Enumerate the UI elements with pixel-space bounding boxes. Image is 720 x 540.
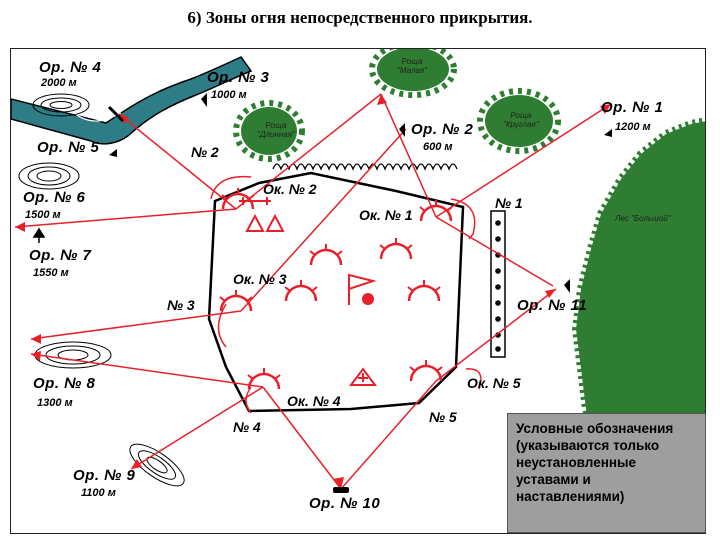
op-8-distance: 1300 м: [37, 397, 73, 409]
op-9-label: Ор. № 9: [73, 467, 136, 484]
sector-5-label: № 5: [429, 409, 457, 425]
grove-malaya: [369, 49, 457, 98]
op-4-label: Ор. № 4: [39, 59, 102, 76]
op-3-distance: 1000 м: [211, 89, 247, 101]
op-1-distance: 1200 м: [615, 121, 651, 133]
op-7-label: Ор. № 7: [29, 247, 92, 264]
grove-label-malaya: Роща"Малая": [397, 57, 428, 75]
op-11-label: Ор. № 11: [517, 297, 588, 314]
hill-op4: [32, 93, 90, 117]
position-1-label: Ок. № 1: [359, 207, 413, 223]
sector-4-label: № 4: [233, 419, 261, 435]
hill-op6: [18, 162, 80, 190]
op-3-label: Ор. № 3: [207, 69, 270, 86]
op-2-distance: 600 м: [423, 141, 453, 153]
observer-symbols: [32, 93, 612, 493]
sector-1-label: № 1: [495, 195, 523, 211]
op-4-distance: 2000 м: [41, 77, 77, 89]
grove-dlinnaya: [233, 100, 305, 162]
legend-box: Условные обозначения (указываются только…: [507, 413, 706, 533]
grove-label-dlinnaya: Роща"Длинная": [257, 121, 295, 139]
op-6-label: Ор. № 6: [23, 189, 86, 206]
op-6-distance: 1500 м: [25, 209, 61, 221]
command-post-symbols: [239, 197, 377, 386]
op-2-label: Ор. № 2: [411, 121, 474, 138]
sector-3-label: № 3: [167, 297, 195, 313]
grove-kruglaya: [477, 88, 561, 154]
op-10-label: Ор. № 10: [309, 495, 381, 512]
sector-2-label: № 2: [191, 144, 219, 160]
position-4-label: Ок. № 4: [287, 393, 341, 409]
fire-arrowheads: [15, 94, 611, 489]
op-7-distance: 1550 м: [33, 267, 69, 279]
grove-label-kruglaya: Роща"Круглая": [503, 111, 539, 129]
wire-obstacle: [272, 163, 458, 171]
position-3-label: Ок. № 3: [233, 271, 287, 287]
op-5-label: Ор. № 5: [37, 139, 100, 156]
command-post-marker: [362, 293, 374, 305]
map-frame: Роща"Малая" Роща"Длинная" Роща"Круглая" …: [10, 48, 706, 534]
firing-position-spikes: [219, 188, 453, 380]
op-1-label: Ор. № 1: [601, 99, 664, 116]
minefield-column: [490, 210, 506, 358]
position-2-label: Ок. № 2: [263, 181, 317, 197]
op-9-distance: 1100 м: [81, 487, 116, 499]
strongpoint-outline: [207, 171, 465, 413]
position-5-label: Ок. № 5: [467, 375, 521, 391]
river: [11, 56, 253, 145]
page-title: 6) Зоны огня непосредственного прикрытия…: [187, 8, 533, 27]
op-8-label: Ор. № 8: [33, 375, 96, 392]
firing-positions: [219, 192, 453, 390]
legend-text: Условные обозначения (указываются только…: [516, 421, 674, 504]
fire-lines: [14, 93, 612, 490]
forest-label-bolshoy: Лес "Большой": [615, 214, 671, 223]
